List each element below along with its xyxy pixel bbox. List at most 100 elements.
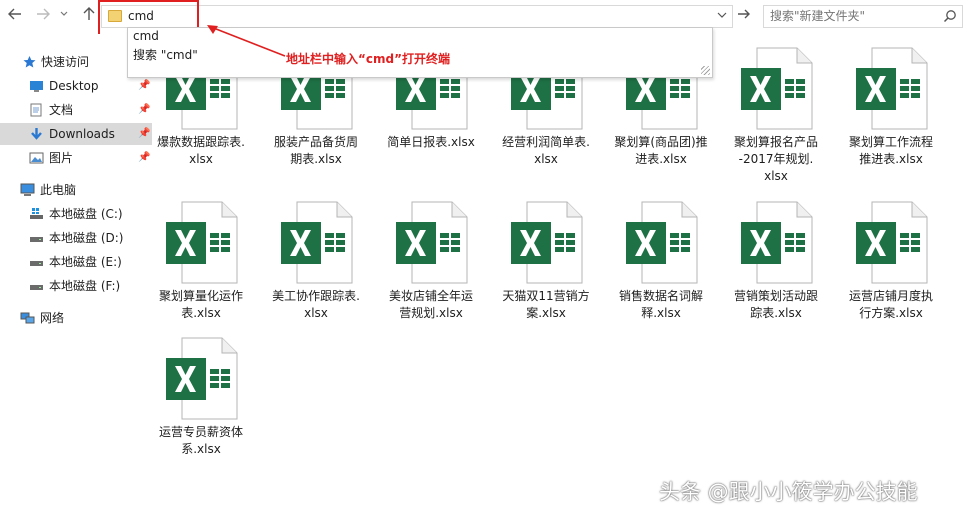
file-name: 经营利润简单表.xlsx xyxy=(491,134,601,168)
pin-icon[interactable]: 📌 xyxy=(138,128,151,139)
recent-locations-button[interactable] xyxy=(57,6,71,26)
sidebar-item-drive-f[interactable]: 本地磁盘 (F:) xyxy=(0,275,152,297)
search-box[interactable] xyxy=(763,5,963,28)
file-name-line: 案.xlsx xyxy=(526,306,566,320)
file-name-line: 运营专员薪资体 xyxy=(158,425,243,439)
excel-file-icon xyxy=(394,200,469,285)
file-name: 美工协作跟踪表.xlsx xyxy=(261,288,371,322)
computer-icon xyxy=(20,183,35,196)
file-name-line: 行方案.xlsx xyxy=(859,306,923,320)
sidebar-label: Desktop xyxy=(49,79,99,93)
file-name: 聚划算(商品团)推进表.xlsx xyxy=(606,134,716,168)
file-name-line: 爆款数据跟踪表. xyxy=(157,135,245,149)
address-dropdown-button[interactable] xyxy=(714,8,730,25)
search-input[interactable] xyxy=(770,9,940,23)
sidebar-label: Downloads xyxy=(49,127,115,141)
sidebar-label: 快速访问 xyxy=(41,55,90,69)
excel-file-icon xyxy=(279,200,354,285)
autocomplete-search-item[interactable]: 搜索 "cmd" xyxy=(133,48,198,62)
file-name-line: 美妆店铺全年运 xyxy=(388,289,473,303)
file-name-line: 营销策划活动跟 xyxy=(733,289,818,303)
file-name-line: 聚划算报名产品 xyxy=(733,135,818,149)
annotation-arrow xyxy=(207,25,286,57)
sidebar-item-drive-c[interactable]: 本地磁盘 (C:) xyxy=(0,203,152,225)
sidebar-item-desktop[interactable]: Desktop 📌 xyxy=(0,75,152,97)
excel-file-icon xyxy=(854,200,929,285)
sidebar-label: 本地磁盘 (E:) xyxy=(49,255,122,269)
drive-icon xyxy=(30,285,43,290)
file-item[interactable]: 运营店铺月度执行方案.xlsx xyxy=(836,200,946,322)
file-item[interactable]: 美工协作跟踪表.xlsx xyxy=(261,200,371,322)
documents-icon xyxy=(30,103,42,117)
file-name: 运营专员薪资体系.xlsx xyxy=(146,424,256,458)
file-item[interactable]: 营销策划活动跟踪表.xlsx xyxy=(721,200,831,322)
file-name-line: 聚划算(商品团)推 xyxy=(614,135,708,149)
back-button[interactable] xyxy=(5,6,25,26)
file-name: 聚划算报名产品-2017年规划.xlsx xyxy=(721,134,831,185)
up-button[interactable] xyxy=(79,6,99,26)
file-name-line: 销售数据名词解 xyxy=(618,289,703,303)
file-name-line: 聚划算量化运作 xyxy=(158,289,243,303)
address-autocomplete: cmd 搜索 "cmd" xyxy=(127,27,713,78)
go-button[interactable] xyxy=(735,7,753,27)
sidebar-item-drive-d[interactable]: 本地磁盘 (D:) xyxy=(0,227,152,249)
annotation-text: 地址栏中输入“cmd”打开终端 xyxy=(286,52,450,66)
arrow-left-icon xyxy=(8,8,21,20)
file-name-line: 期表.xlsx xyxy=(290,152,342,166)
file-name-line: 营规划.xlsx xyxy=(399,306,463,320)
file-item[interactable]: 美妆店铺全年运营规划.xlsx xyxy=(376,200,486,322)
sidebar-this-pc[interactable]: 此电脑 xyxy=(0,179,152,201)
file-item[interactable]: 销售数据名词解释.xlsx xyxy=(606,200,716,322)
file-name-line: 天猫双11营销方 xyxy=(502,289,590,303)
file-item[interactable]: 聚划算报名产品-2017年规划.xlsx xyxy=(721,46,831,185)
pin-icon[interactable]: 📌 xyxy=(138,80,151,91)
file-item[interactable]: 聚划算工作流程推进表.xlsx xyxy=(836,46,946,168)
watermark: 头条 @跟小小筱学办公技能 xyxy=(659,480,918,504)
arrow-right-icon xyxy=(738,9,750,19)
search-icon[interactable] xyxy=(943,9,957,23)
file-name-line: 美工协作跟踪表. xyxy=(272,289,360,303)
sidebar-label: 网络 xyxy=(40,311,65,325)
file-item[interactable]: 运营专员薪资体系.xlsx xyxy=(146,336,256,458)
chevron-down-icon xyxy=(717,12,727,18)
sidebar-network[interactable]: 网络 xyxy=(0,307,152,329)
sidebar-item-drive-e[interactable]: 本地磁盘 (E:) xyxy=(0,251,152,273)
sidebar-label: 文档 xyxy=(49,103,74,117)
sidebar-item-pictures[interactable]: 图片 📌 xyxy=(0,147,152,169)
file-name-line: 表.xlsx xyxy=(181,306,221,320)
excel-file-icon xyxy=(854,46,929,131)
pin-icon[interactable]: 📌 xyxy=(138,152,151,163)
sidebar-item-documents[interactable]: 文档 📌 xyxy=(0,99,152,121)
file-name-line: 推进表.xlsx xyxy=(859,152,923,166)
network-icon xyxy=(20,312,35,324)
excel-file-icon xyxy=(739,46,814,131)
file-name: 天猫双11营销方案.xlsx xyxy=(491,288,601,322)
file-name-line: 释.xlsx xyxy=(641,306,681,320)
sidebar-quick-access[interactable]: 快速访问 xyxy=(0,51,152,73)
forward-button[interactable] xyxy=(33,6,53,26)
file-name: 聚划算量化运作表.xlsx xyxy=(146,288,256,322)
file-name-line: -2017年规划. xyxy=(738,152,814,166)
address-input[interactable]: cmd xyxy=(128,9,154,23)
drive-icon xyxy=(30,237,43,242)
sidebar-item-downloads[interactable]: Downloads 📌 xyxy=(0,123,152,145)
folder-icon xyxy=(108,10,122,22)
file-name-line: xlsx xyxy=(534,152,558,166)
sidebar-label: 此电脑 xyxy=(40,183,77,197)
file-item[interactable]: 聚划算量化运作表.xlsx xyxy=(146,200,256,322)
excel-file-icon xyxy=(739,200,814,285)
excel-file-icon xyxy=(624,200,699,285)
sidebar-label: 图片 xyxy=(49,151,74,165)
pin-icon[interactable]: 📌 xyxy=(138,104,151,115)
file-name-line: xlsx xyxy=(189,152,213,166)
navigation-pane: 快速访问 Desktop 📌 文档 📌 Downloads 📌 图片 📌 此电脑… xyxy=(0,34,155,517)
file-name: 服装产品备货周期表.xlsx xyxy=(261,134,371,168)
file-item[interactable]: 天猫双11营销方案.xlsx xyxy=(491,200,601,322)
resize-grip-icon[interactable] xyxy=(701,66,710,75)
downloads-icon xyxy=(31,128,42,140)
file-name-line: 系.xlsx xyxy=(181,442,221,456)
desktop-icon xyxy=(30,81,43,92)
file-name-line: 简单日报表.xlsx xyxy=(387,135,475,149)
drive-icon xyxy=(30,261,43,266)
autocomplete-item[interactable]: cmd xyxy=(133,29,159,43)
